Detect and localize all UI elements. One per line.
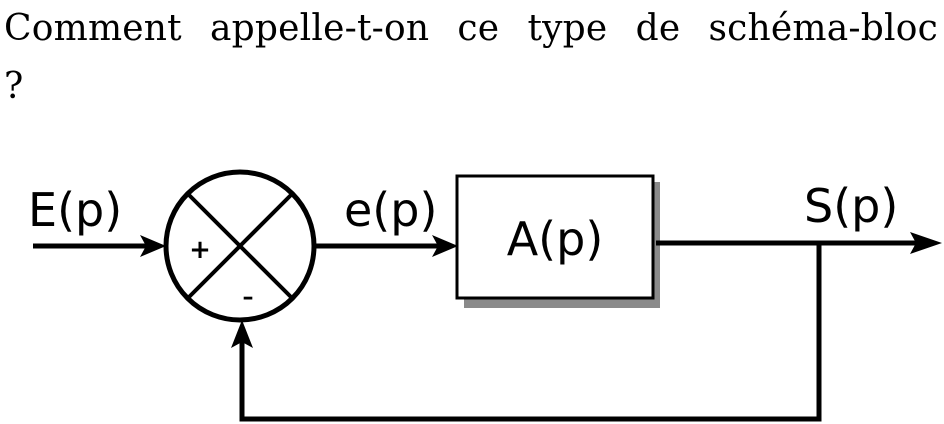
question-text: Comment appelle-t-on ce type de schéma-b…	[4, 8, 938, 107]
block-label: A(p)	[507, 212, 604, 266]
minus-sign: –	[243, 285, 254, 310]
output-label: S(p)	[804, 179, 898, 233]
feedback-path	[239, 243, 822, 422]
summing-cross-2	[186, 192, 294, 300]
error-label: e(p)	[344, 183, 437, 237]
feedback-arrowhead	[231, 320, 253, 348]
error-arrowhead	[432, 235, 458, 257]
input-label: E(p)	[28, 183, 122, 237]
output-arrowhead	[910, 232, 942, 254]
transfer-block	[455, 174, 655, 300]
plus-sign: +	[189, 235, 211, 265]
input-arrowhead	[140, 235, 166, 257]
